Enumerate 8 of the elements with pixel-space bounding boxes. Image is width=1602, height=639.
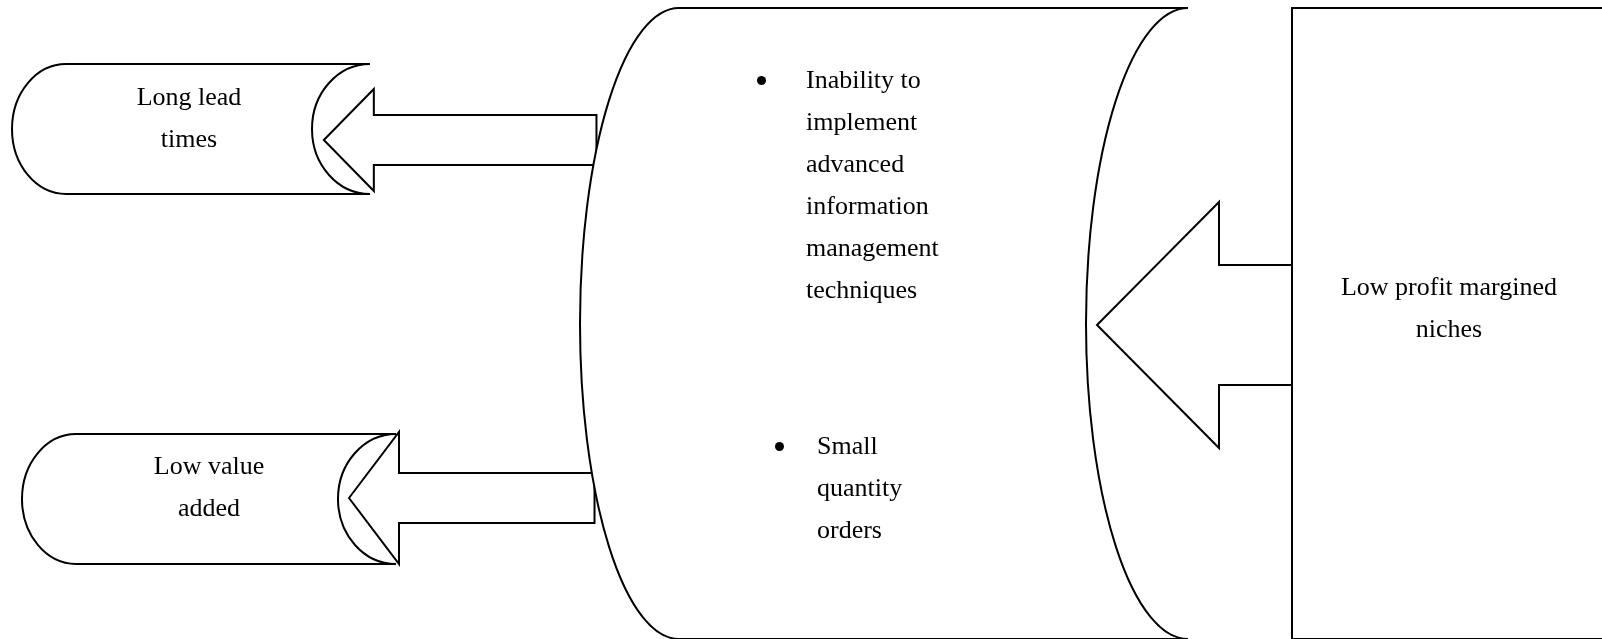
- bullet-text: Small quantity orders: [817, 430, 904, 546]
- node-label: Long lead times: [135, 81, 243, 155]
- node-label: Low value added: [152, 450, 266, 524]
- node-label: Low profit margined niches: [1339, 271, 1559, 345]
- bullet-text: Inability to implement advanced information management techniques: [806, 64, 940, 306]
- block-arrow: [347, 429, 596, 567]
- block-arrow: [322, 86, 598, 194]
- block-arrow: [1095, 199, 1293, 451]
